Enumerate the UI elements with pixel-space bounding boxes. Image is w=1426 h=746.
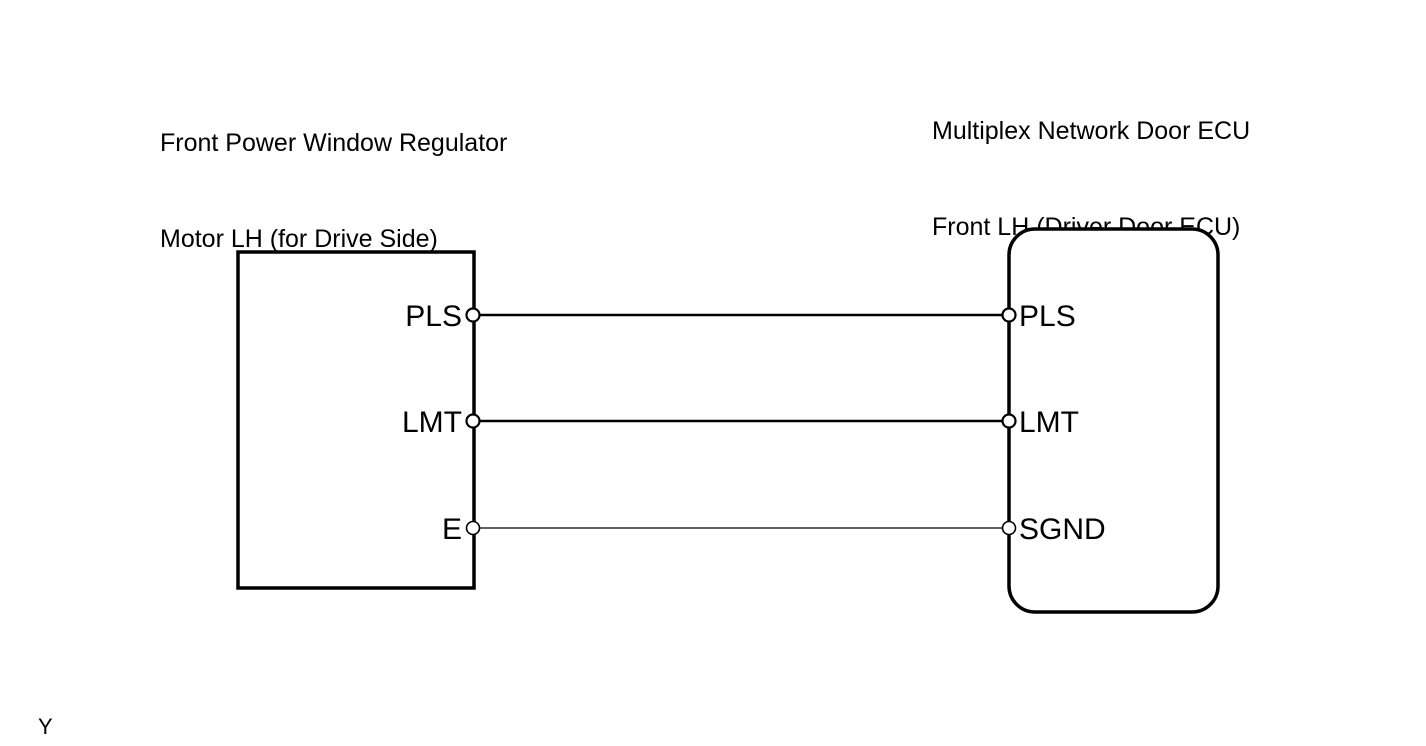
terminal-label-left-e: E [442, 513, 462, 546]
terminal-left-e[interactable] [465, 520, 481, 536]
left-component-title-line-2: Motor LH (for Drive Side) [160, 225, 438, 253]
terminal-label-right-pls: PLS [1019, 300, 1076, 333]
right-component-title-line-1: Multiplex Network Door ECU [932, 117, 1251, 145]
terminal-label-left-pls: PLS [405, 300, 462, 333]
terminal-left-lmt[interactable] [465, 413, 481, 429]
terminal-label-left-lmt: LMT [402, 406, 462, 439]
terminal-label-right-lmt: LMT [1019, 406, 1079, 439]
left-component-title: Front Power Window Regulator Motor LH (f… [160, 63, 507, 319]
terminal-right-sgnd[interactable] [1001, 520, 1017, 536]
terminal-right-lmt[interactable] [1001, 413, 1017, 429]
terminal-right-pls[interactable] [1001, 307, 1017, 323]
corner-mark-label: Y [38, 714, 53, 739]
left-component-box [236, 250, 476, 590]
terminal-label-right-sgnd: SGND [1019, 513, 1106, 546]
left-component-title-line-1: Front Power Window Regulator [160, 129, 508, 157]
terminal-left-pls[interactable] [465, 307, 481, 323]
